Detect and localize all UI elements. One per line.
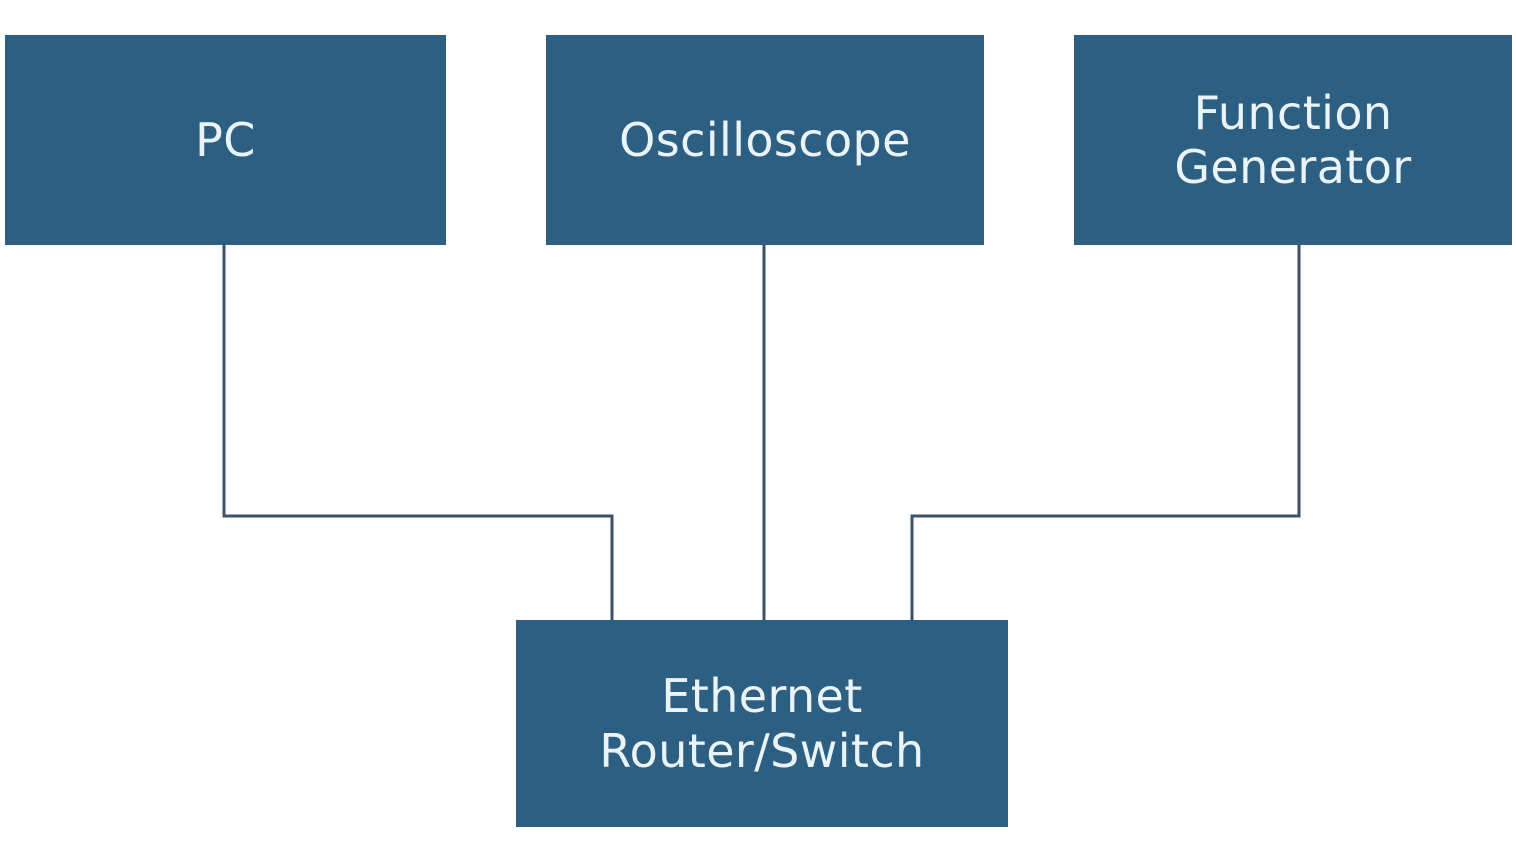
node-pc-label: PC <box>195 112 256 167</box>
node-pc[interactable]: PC <box>5 35 446 245</box>
node-oscilloscope[interactable]: Oscilloscope <box>546 35 984 245</box>
node-oscilloscope-label: Oscilloscope <box>619 112 911 167</box>
connection-function-generator-to-router <box>910 243 1301 624</box>
node-function-generator[interactable]: Function Generator <box>1074 35 1512 245</box>
node-ethernet-router-switch-label: Ethernet Router/Switch <box>599 669 925 778</box>
node-function-generator-label: Function Generator <box>1174 85 1412 194</box>
node-ethernet-router-switch[interactable]: Ethernet Router/Switch <box>516 620 1008 827</box>
connection-pc-to-router <box>222 243 614 624</box>
